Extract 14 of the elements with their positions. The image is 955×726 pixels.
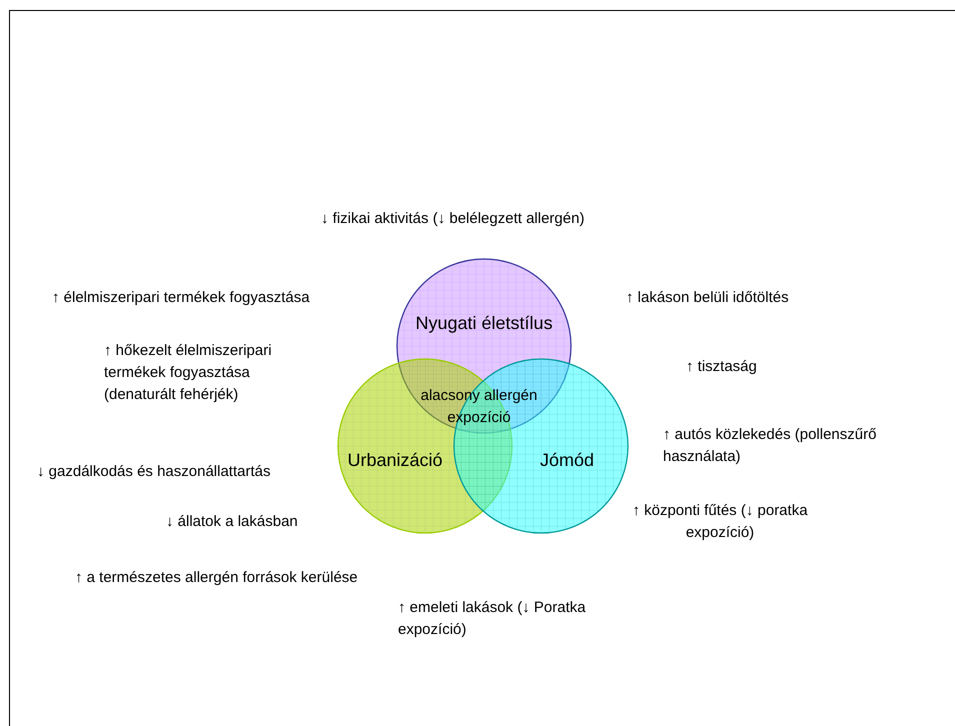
factor-note: ↑ hőkezelt élelmiszeripari termékek fogyasztása (denaturált fehérjék): [104, 341, 273, 405]
circle-title: Urbanizáció: [348, 450, 443, 470]
factor-note: ↑ tisztaság: [686, 357, 757, 377]
circle-title: Nyugati életstílus: [416, 312, 553, 334]
factor-note: ↑ lakáson belüli időtöltés: [626, 288, 789, 308]
factor-note: ↑ autós közlekedés (pollenszűrő használata): [663, 425, 878, 467]
circle-title: Jómód: [540, 450, 594, 470]
factor-note: ↓ gazdálkodás és haszonállattartás: [37, 462, 270, 482]
factor-note: ↑ központi fűtés (↓ poratka expozíció): [631, 501, 809, 543]
factor-note: ↑ élelmiszeripari termékek fogyasztása: [52, 288, 310, 308]
factor-note: ↑ a természetes allergén források kerülése: [75, 568, 358, 588]
factor-note: ↓ állatok a lakásban: [166, 512, 298, 532]
factor-note: ↓ fizikai aktivitás (↓ belélegzett allergén): [321, 209, 584, 229]
factor-note: ↑ emeleti lakások (↓ Poratka expozíció): [398, 598, 587, 640]
